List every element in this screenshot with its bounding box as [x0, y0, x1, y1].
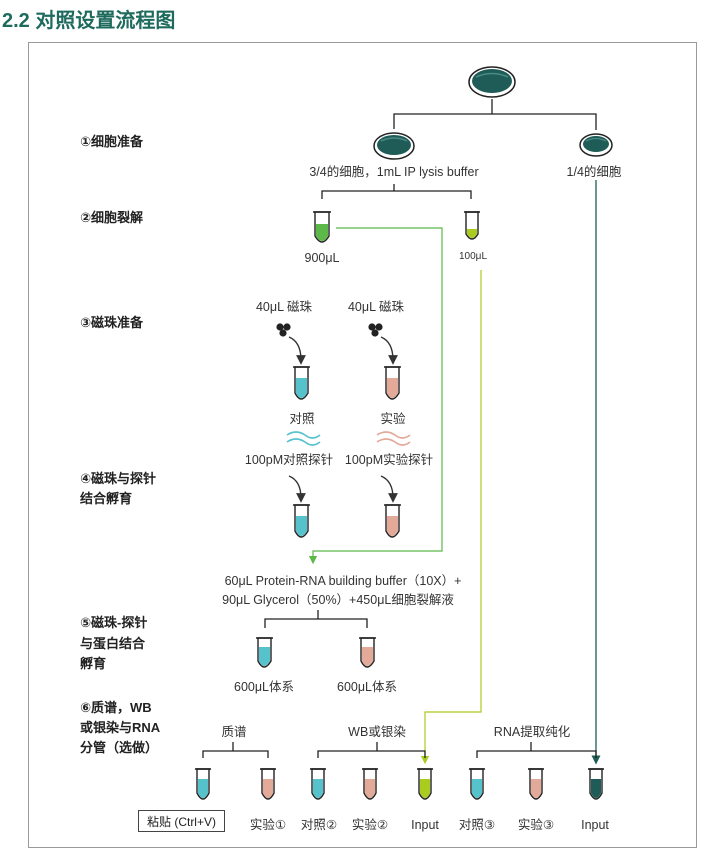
tube-icon: [195, 768, 211, 800]
step-4-label-cont: 结合孵育: [80, 491, 133, 506]
probe-squiggle-icon: [286, 431, 321, 446]
page-title: 2.2 对照设置流程图: [2, 10, 176, 32]
beads-left-label: 40μL 磁珠: [255, 300, 313, 314]
system-left-label: 600μL体系: [233, 680, 295, 694]
tube-label: Input: [581, 818, 609, 832]
group-bracket-rna: [476, 742, 597, 758]
tube-label: 实验③: [517, 818, 555, 832]
petri-dish-icon: [373, 132, 415, 160]
group-wb-label: WB或银染: [348, 725, 406, 739]
volume-100-label: 100μL: [458, 251, 488, 262]
step-2-label: ②细胞裂解: [80, 210, 144, 225]
tube-icon: [256, 637, 273, 668]
group-ms-label: 质谱: [221, 725, 247, 739]
tube-icon: [588, 768, 604, 800]
tube-icon: [464, 211, 480, 240]
tube-icon: [384, 366, 401, 400]
tube-icon: [384, 504, 401, 538]
step-5-label-cont2: 孵育: [80, 656, 107, 671]
arrow-icon: [288, 336, 306, 365]
step-4-label: ④磁珠与探针: [80, 471, 157, 486]
diagram-frame: [28, 42, 697, 848]
volume-900-label: 900μL: [304, 251, 340, 265]
tube-icon: [310, 768, 326, 800]
group-rna-label: RNA提取纯化: [493, 725, 571, 739]
buffer-line-1: 60μL Protein-RNA building buffer（10X）+: [224, 574, 462, 588]
input-lime-line: [420, 270, 482, 765]
tube-icon: [260, 768, 276, 800]
magnetic-beads-icon: [276, 323, 291, 337]
arrow-icon: [380, 475, 398, 503]
tube-icon: [293, 504, 310, 538]
experiment-label: 实验: [380, 412, 406, 426]
step-5-label: ⑤磁珠-探针: [80, 615, 148, 630]
probe-squiggle-icon: [376, 431, 411, 446]
tube-label: 实验①: [249, 818, 287, 832]
buffer-line-2: 90μL Glycerol（50%）+450μL细胞裂解液: [222, 593, 454, 607]
arrow-icon: [380, 336, 398, 365]
tube-icon: [417, 768, 433, 800]
split-bracket-buffer: [264, 610, 368, 628]
probe-experiment-label: 100pM实验探针: [344, 453, 434, 467]
tube-icon: [359, 637, 376, 668]
step-3-label: ③磁珠准备: [80, 315, 144, 330]
split-bracket-lysis: [321, 184, 472, 199]
tube-icon: [362, 768, 378, 800]
tube-icon: [469, 768, 485, 800]
paste-button[interactable]: 粘贴 (Ctrl+V): [138, 810, 225, 832]
step-6-label-cont2: 分管（选做）: [80, 740, 159, 755]
split-bracket-top: [393, 99, 597, 130]
control-label: 对照: [289, 412, 315, 426]
step-6-label: ⑥质谱，WB: [80, 700, 152, 715]
tube-icon: [528, 768, 544, 800]
tube-icon: [313, 211, 331, 243]
step-6-label-cont: 或银染与RNA: [80, 720, 161, 735]
arrow-icon: [288, 475, 306, 503]
step-5-label-cont: 与蛋白结合: [80, 636, 146, 651]
magnetic-beads-icon: [368, 323, 383, 337]
cells-14-label: 1/4的细胞: [566, 165, 622, 179]
tube-label: 对照③: [458, 818, 496, 832]
probe-control-label: 100pM对照探针: [244, 453, 334, 467]
tube-label: Input: [411, 818, 439, 832]
group-bracket-ms: [202, 742, 269, 758]
group-bracket-wb: [317, 742, 426, 758]
tube-icon: [293, 366, 310, 400]
petri-dish-icon: [468, 66, 516, 98]
beads-right-label: 40μL 磁珠: [347, 300, 405, 314]
tube-label: 对照②: [300, 818, 338, 832]
system-right-label: 600μL体系: [336, 680, 398, 694]
petri-dish-icon: [579, 133, 613, 157]
lysate-green-line: [308, 227, 443, 565]
cells-34-label: 3/4的细胞，1mL IP lysis buffer: [309, 165, 479, 179]
step-1-label: ①细胞准备: [80, 134, 144, 149]
tube-label: 实验②: [351, 818, 389, 832]
